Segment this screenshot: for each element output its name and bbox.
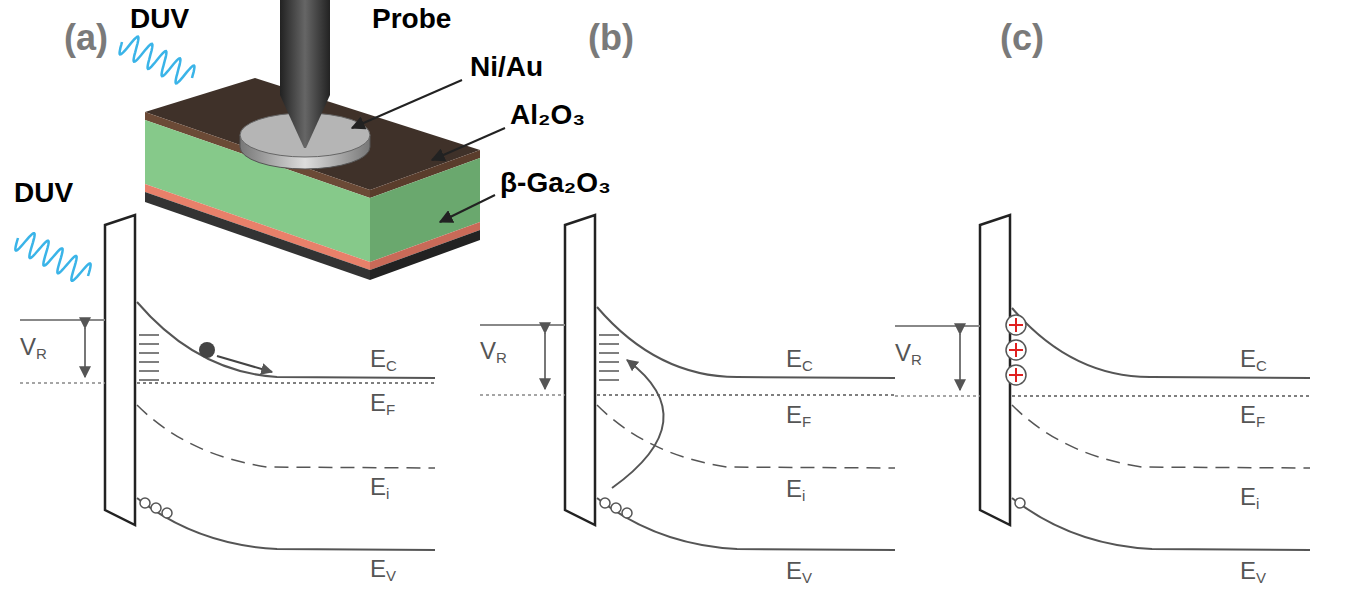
band-line — [20, 319, 105, 321]
light-wave — [120, 37, 195, 84]
energy-label: Ei — [1240, 484, 1259, 513]
trap-level — [599, 361, 619, 363]
hole — [151, 503, 161, 513]
part-label: β-Ga₂O₃ — [500, 168, 611, 199]
trap-level — [599, 370, 619, 372]
energy-label: VR — [20, 334, 47, 363]
trap-level — [139, 352, 159, 354]
hole — [611, 503, 621, 513]
plus-sign — [1009, 343, 1023, 357]
energy-label: EF — [370, 390, 395, 419]
trapped-charge — [1006, 340, 1026, 360]
plus-sign — [1009, 318, 1023, 332]
light-wave — [15, 233, 90, 281]
panel-letter: (a) — [64, 18, 108, 58]
band-line — [1012, 498, 1310, 550]
hole — [162, 508, 172, 518]
energy-label: VR — [480, 338, 507, 367]
band-line — [1012, 308, 1310, 378]
band-line — [597, 394, 895, 396]
insulator-barrier — [105, 215, 135, 525]
capture-arrow — [612, 360, 664, 488]
band-line — [137, 498, 435, 550]
motion-arrow — [217, 356, 272, 372]
hole — [1015, 498, 1025, 508]
trap-level — [139, 334, 159, 336]
energy-label: Ei — [370, 474, 389, 503]
trapped-charge — [1006, 315, 1026, 335]
hole — [600, 498, 610, 508]
trap-level — [599, 379, 619, 381]
energy-label: EV — [1240, 558, 1266, 587]
energy-label: EC — [370, 346, 397, 375]
band-line — [20, 382, 105, 384]
part-label: Ni/Au — [470, 52, 543, 83]
trap-level — [139, 343, 159, 345]
panel-letter: (b) — [588, 18, 634, 58]
band-diagram — [20, 215, 435, 550]
trap-level — [599, 352, 619, 354]
band-line — [895, 395, 980, 397]
hole — [140, 498, 150, 508]
energy-label: EF — [1240, 402, 1265, 431]
trapped-charge — [1006, 365, 1026, 385]
band-line — [137, 382, 435, 384]
voltage-arrow — [959, 334, 961, 390]
insulator-barrier — [565, 215, 595, 525]
band-diagram — [895, 215, 1310, 550]
trap-level — [139, 379, 159, 381]
part-label: Probe — [372, 4, 451, 35]
trap-level — [139, 370, 159, 372]
band-line — [597, 405, 895, 468]
part-label: Al₂O₃ — [510, 100, 585, 131]
band-line — [137, 302, 435, 378]
trap-level — [139, 361, 159, 363]
energy-label: EC — [1240, 346, 1267, 375]
device-sketch — [145, 0, 505, 280]
panel-letter: (c) — [1000, 18, 1044, 58]
energy-label: EV — [370, 556, 396, 585]
band-line — [895, 325, 980, 327]
band-line — [480, 324, 565, 326]
trap-level — [599, 343, 619, 345]
hole — [622, 508, 632, 518]
electron — [199, 342, 215, 358]
energy-label: EF — [786, 402, 811, 431]
band-line — [597, 307, 895, 378]
energy-label: VR — [895, 340, 922, 369]
band-line — [1012, 395, 1310, 397]
band-line — [480, 394, 565, 396]
band-line — [1012, 405, 1310, 468]
insulator-barrier — [980, 215, 1010, 525]
energy-label: EV — [786, 558, 812, 587]
energy-label: Ei — [786, 476, 805, 505]
energy-label: EC — [786, 346, 813, 375]
voltage-arrow — [544, 333, 546, 389]
plus-sign — [1009, 368, 1023, 382]
part-label: DUV — [130, 4, 189, 35]
band-line — [597, 498, 895, 550]
voltage-arrow — [84, 328, 86, 377]
part-label: DUV — [14, 178, 73, 209]
band-diagram — [480, 215, 895, 550]
trap-level — [599, 334, 619, 336]
